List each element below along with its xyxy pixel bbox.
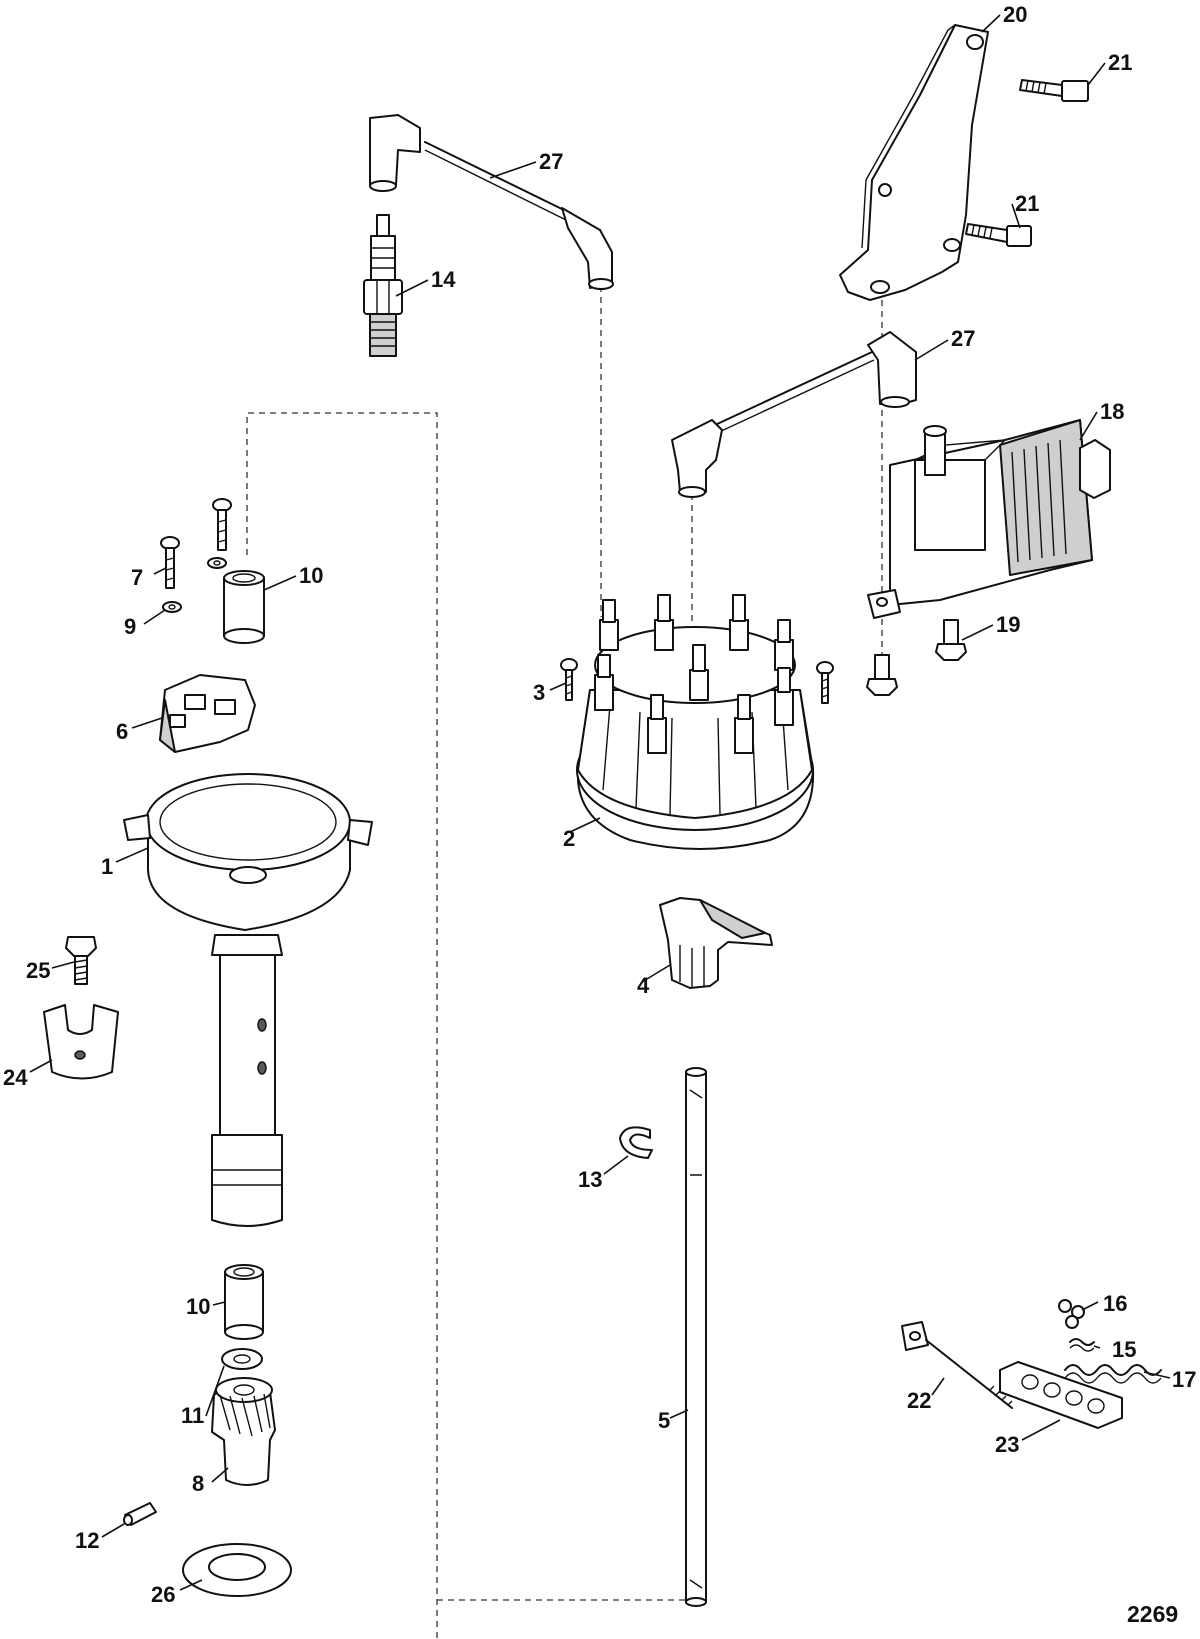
- callout-3: 3: [533, 680, 545, 705]
- callout-9: 9: [124, 614, 136, 639]
- hold-down-clamp: [43, 1004, 119, 1080]
- callout-20: 20: [1003, 2, 1027, 27]
- pickup-screw-left: [160, 536, 180, 589]
- callout-24: 24: [3, 1065, 28, 1090]
- coil-mounting-bolt-left: [866, 654, 898, 696]
- spark-plug-wire-upper: [369, 114, 614, 290]
- figure-number: 2269: [1127, 1601, 1178, 1627]
- ignition-coil-module: [867, 419, 1111, 619]
- callout-21-lower: 21: [1015, 191, 1039, 216]
- callout-10-lower: 10: [186, 1294, 210, 1319]
- callout-23: 23: [995, 1432, 1019, 1457]
- callout-6: 6: [116, 719, 128, 744]
- callout-2: 2: [563, 826, 575, 851]
- callout-26: 26: [151, 1582, 175, 1607]
- bracket-bolt-upper: [1019, 79, 1089, 102]
- wire-clip-double: [1069, 1338, 1095, 1352]
- spark-plug-wire-lower: [671, 331, 917, 498]
- mounting-bracket: [839, 24, 989, 301]
- callout-labels: 20 21 21 27 27 14 18 19 7 10 9 3 6 2 1 2…: [3, 2, 1196, 1607]
- wire-clip-triple: [1058, 1299, 1085, 1329]
- callout-19: 19: [996, 612, 1020, 637]
- callout-18: 18: [1100, 399, 1124, 424]
- gear-roll-pin: [123, 1502, 157, 1526]
- callout-27-lower: 27: [951, 326, 975, 351]
- callout-leaders: [29, 14, 1171, 1591]
- callout-13: 13: [578, 1167, 602, 1192]
- callout-22: 22: [907, 1388, 931, 1413]
- callout-15: 15: [1112, 1337, 1136, 1362]
- callout-27-upper: 27: [539, 149, 563, 174]
- wire-clip-strip: [1064, 1364, 1162, 1384]
- callout-8: 8: [192, 1471, 204, 1496]
- pickup-washer-left: [162, 601, 182, 613]
- distributor-rotor: [659, 897, 773, 989]
- bracket-bolt-lower: [965, 223, 1032, 247]
- coil-mounting-bolt-right: [935, 619, 967, 661]
- retaining-e-clip: [619, 1126, 653, 1159]
- callout-17: 17: [1172, 1367, 1196, 1392]
- callout-14: 14: [431, 267, 456, 292]
- cap-screw-left: [560, 658, 578, 701]
- callout-5: 5: [658, 1408, 670, 1433]
- ground-strap: [901, 1321, 1013, 1409]
- bushing-lower: [224, 1264, 264, 1340]
- callout-11: 11: [181, 1403, 204, 1428]
- distributor-cap: [576, 594, 815, 850]
- thrust-washer: [221, 1348, 263, 1370]
- callout-1: 1: [101, 854, 113, 879]
- cap-terminal-towers: [594, 594, 794, 754]
- distributor-drive-gear: [211, 1377, 276, 1486]
- pickup-washer-right: [207, 557, 227, 569]
- distributor-drive-shaft: [685, 1067, 707, 1607]
- callout-12: 12: [75, 1528, 99, 1553]
- callout-10-upper: 10: [299, 563, 323, 588]
- hold-down-bolt: [65, 936, 97, 985]
- distributor-housing: [123, 773, 373, 1227]
- spark-plug: [363, 214, 403, 357]
- ignition-pickup-module: [159, 674, 256, 753]
- assembly-guide-lines: [246, 275, 883, 1639]
- wire-separator-loom: [999, 1361, 1123, 1429]
- callout-4: 4: [637, 973, 650, 998]
- bushing-upper: [223, 570, 265, 644]
- pickup-screw-right: [212, 498, 232, 551]
- callout-7: 7: [131, 565, 143, 590]
- callout-21-upper: 21: [1108, 50, 1132, 75]
- callout-16: 16: [1103, 1291, 1127, 1316]
- distributor-gasket: [182, 1543, 292, 1597]
- callout-25: 25: [26, 958, 50, 983]
- cap-screw-right: [816, 661, 834, 704]
